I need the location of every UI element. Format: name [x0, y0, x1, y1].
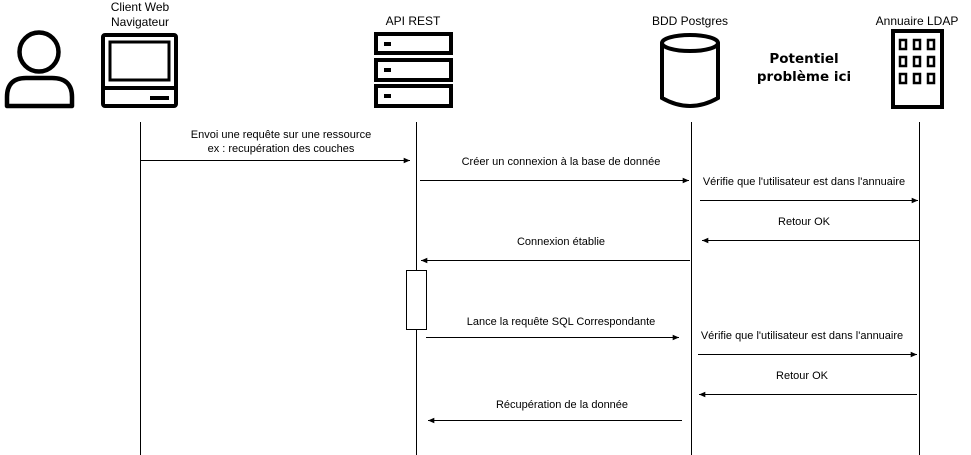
building-icon [891, 29, 944, 109]
actor-db-label: BDD Postgres [652, 14, 728, 28]
database-cylinder-icon [660, 33, 720, 108]
computer-icon [101, 33, 178, 108]
person-icon [4, 30, 75, 109]
message-5-label: Connexion établie [517, 236, 605, 248]
message-6-label: Lance la requête SQL Correspondante [467, 316, 656, 328]
message-1-label-line2: ex : recupération des couches [208, 143, 355, 155]
note-line1: Potentiel [769, 51, 838, 67]
message-1-label-line1: Envoi une requête sur une ressource [191, 129, 371, 141]
server-icon [374, 32, 453, 108]
actor-ldap-label: Annuaire LDAP [876, 14, 959, 28]
activation-box-api [406, 270, 427, 330]
actor-client-label-line1: Client Web [111, 0, 170, 14]
message-4-label: Retour OK [778, 216, 831, 228]
actor-api-label: API REST [386, 14, 441, 28]
message-9-label: Récupération de la donnée [496, 399, 628, 411]
message-3-label: Vérifie que l'utilisateur est dans l'ann… [703, 176, 905, 188]
note-line2: problème ici [757, 69, 851, 85]
message-2-label: Créer un connexion à la base de donnée [462, 156, 661, 168]
message-8-label: Retour OK [776, 370, 829, 382]
message-7-label: Vérifie que l'utilisateur est dans l'ann… [701, 330, 903, 342]
actor-client-label-line2: Navigateur [111, 15, 169, 29]
